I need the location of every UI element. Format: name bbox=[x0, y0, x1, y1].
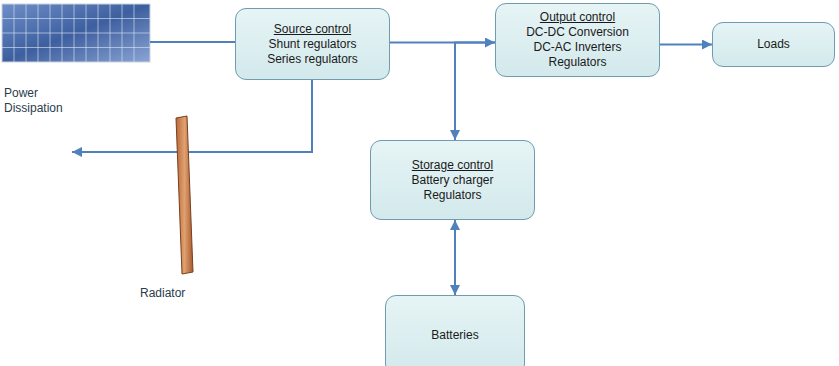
control-box: Source controlShunt regulatorsSeries reg… bbox=[235, 8, 390, 80]
box-heading: Storage control bbox=[412, 158, 493, 173]
box-text: DC-AC Inverters bbox=[533, 40, 621, 55]
battery-box: Batteries bbox=[385, 295, 525, 366]
radiator-bar bbox=[176, 116, 193, 274]
dissipation-arrow bbox=[72, 80, 312, 152]
box-text: Batteries bbox=[431, 328, 478, 343]
box-text: DC-DC Conversion bbox=[526, 25, 629, 40]
control-box: Output controlDC-DC ConversionDC-AC Inve… bbox=[495, 3, 660, 77]
panel-wire bbox=[150, 41, 235, 43]
box-text: Shunt regulators bbox=[268, 37, 356, 52]
box-text: Battery charger bbox=[411, 173, 493, 188]
box-heading: Source control bbox=[274, 22, 351, 37]
flow-connector bbox=[455, 43, 495, 141]
control-box: Storage controlBattery chargerRegulators bbox=[370, 140, 535, 220]
box-heading: Output control bbox=[540, 10, 615, 25]
box-text: Regulators bbox=[548, 55, 606, 70]
load-box: Loads bbox=[712, 22, 835, 67]
flow-connector bbox=[660, 44, 712, 46]
panel-grid bbox=[2, 4, 150, 62]
flow-connector bbox=[454, 220, 456, 295]
box-text: Regulators bbox=[423, 188, 481, 203]
box-text: Series regulators bbox=[267, 52, 358, 67]
radiator-label: Radiator bbox=[140, 286, 220, 301]
solar-panel bbox=[2, 4, 150, 62]
box-text: Loads bbox=[757, 37, 790, 52]
dissipation-label: Power Dissipation bbox=[4, 86, 78, 116]
